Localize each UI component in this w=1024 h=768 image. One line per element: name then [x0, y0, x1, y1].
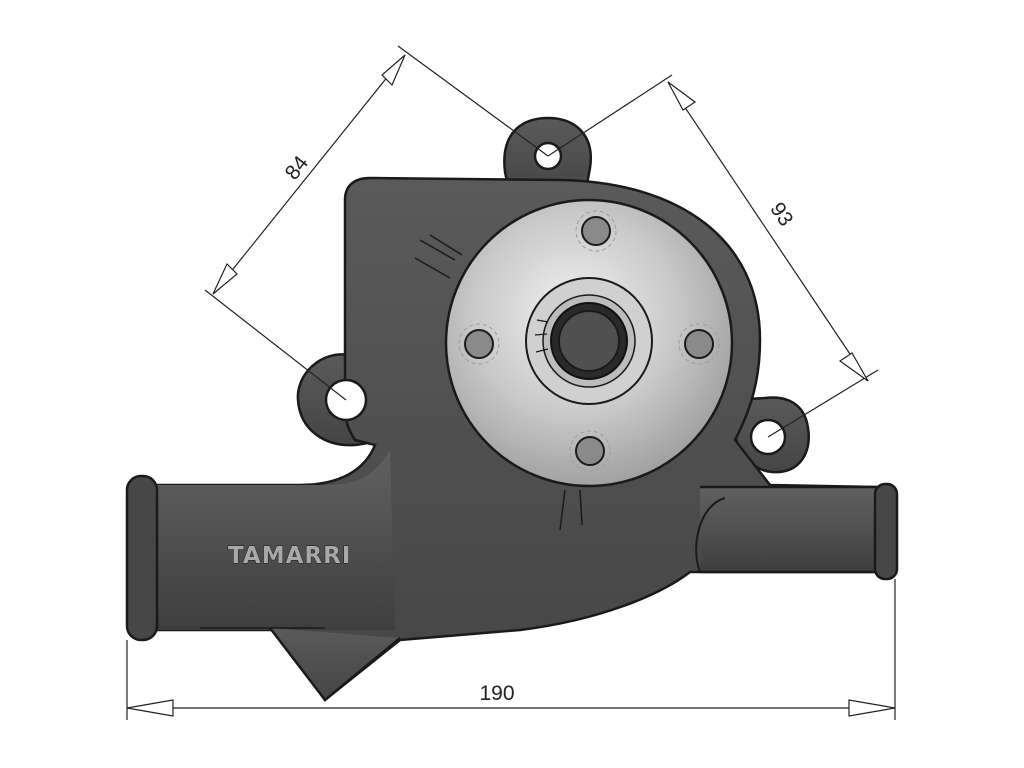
- lower-rib: [269, 627, 401, 702]
- arrow-head: [212, 262, 238, 295]
- dimension-label-93: 93: [765, 198, 797, 230]
- brand-lettering: TAMARRI: [228, 543, 351, 569]
- flange-bolt-bottom: [575, 436, 605, 466]
- flange-bolt-top: [581, 216, 611, 246]
- dimension-label-84: 84: [281, 151, 314, 184]
- dimension-line: [212, 54, 406, 295]
- dimension-line: [667, 81, 869, 382]
- flange-bolt-right: [684, 329, 714, 359]
- extension-line: [547, 74, 673, 157]
- dimension-label-190: 190: [479, 682, 514, 705]
- arrow-head: [126, 699, 174, 717]
- flange-bolt-left: [464, 329, 494, 359]
- extension-line: [767, 369, 879, 438]
- dimension-84: [204, 45, 549, 401]
- arrow-head: [381, 54, 406, 87]
- pipe-bead-right: [873, 482, 899, 581]
- inlet-pipe-right: [700, 487, 880, 572]
- dimension-93: [547, 74, 879, 438]
- pipe-bead-left: [125, 474, 159, 642]
- outlet-pipe-left: [155, 450, 395, 630]
- shaft: [558, 310, 620, 372]
- dimension-190: [126, 579, 896, 720]
- pulley-flange: [444, 198, 734, 488]
- arrow-head: [838, 352, 869, 382]
- extension-line: [204, 289, 347, 401]
- arrow-head: [667, 81, 697, 111]
- extension-line: [397, 45, 549, 157]
- arrow-head: [848, 699, 896, 717]
